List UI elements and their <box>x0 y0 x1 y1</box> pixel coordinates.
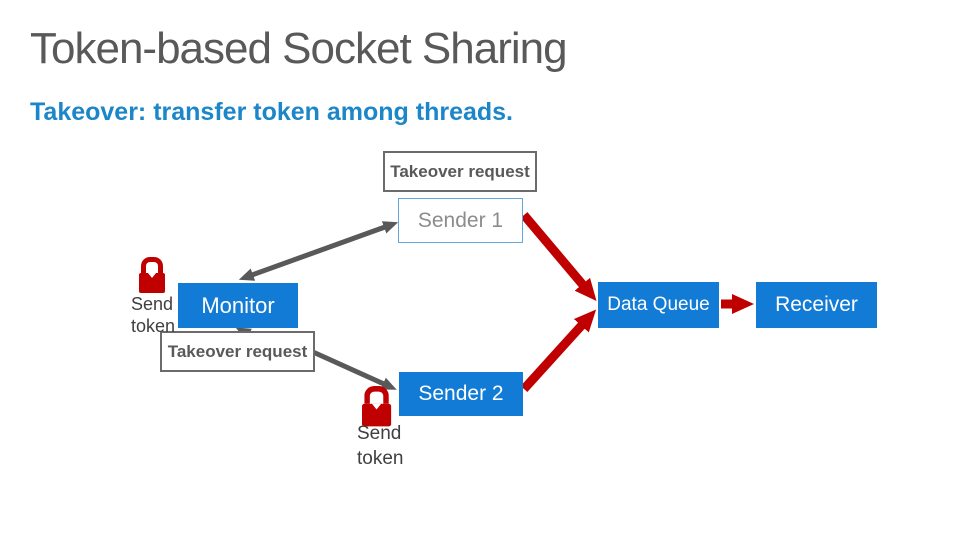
send-token-label: Send token <box>131 293 175 337</box>
send-token-line1: Send <box>131 294 174 314</box>
lock-body <box>139 273 165 293</box>
lock-body <box>362 403 392 427</box>
node-monitor: Monitor <box>178 283 298 328</box>
arrow-monitor-sender1 <box>238 221 399 281</box>
node-receiver: Receiver <box>756 282 877 328</box>
node-data-queue: Data Queue <box>598 282 719 328</box>
slide-subtitle: Takeover: transfer token among threads. <box>30 98 514 126</box>
arrow-takeover-sender2 <box>311 349 397 390</box>
lock-icon <box>362 386 392 427</box>
send-token-line1: Send <box>357 423 402 444</box>
send-token-line2: token <box>357 448 404 469</box>
send-token-line2: token <box>131 316 176 336</box>
label-box-takeover-request-top: Takeover request <box>383 151 537 192</box>
lock-shackle <box>141 257 163 273</box>
node-sender-2: Sender 2 <box>399 372 523 416</box>
send-token-label: Send token <box>357 421 403 471</box>
label-box-takeover-request-left: Takeover request <box>160 331 315 372</box>
lock-shackle <box>364 386 389 404</box>
lock-icon <box>139 257 165 293</box>
page-title: Token-based Socket Sharing <box>30 24 568 73</box>
arrow-sender2-dataqueue <box>520 309 597 393</box>
arrow-sender1-dataqueue <box>520 212 597 302</box>
node-sender-1: Sender 1 <box>398 198 523 243</box>
